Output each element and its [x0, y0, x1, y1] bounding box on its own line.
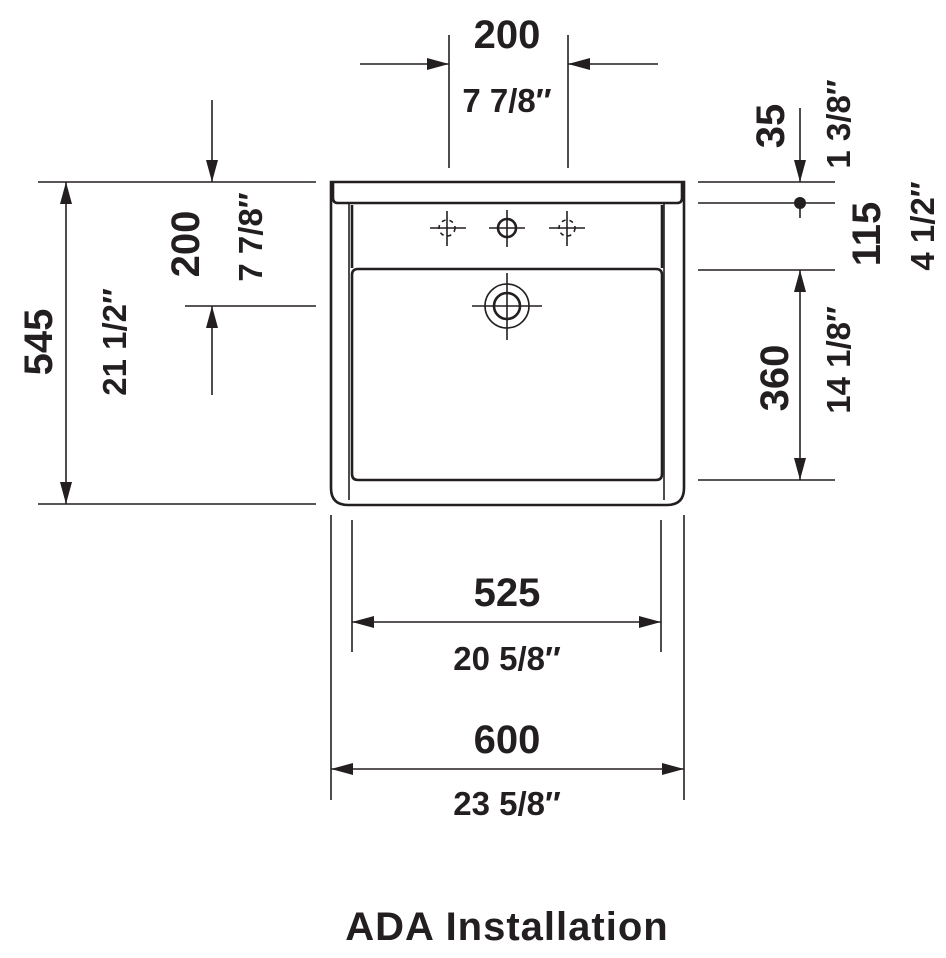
faucet-hole-center-icon [489, 210, 525, 247]
dim-overall-width: 600 23 5/8″ [330, 515, 685, 822]
dim-label-mm: 600 [474, 718, 541, 762]
dim-label-mm: 200 [474, 13, 541, 57]
dim-drain-offset: 200 7 7/8″ [164, 100, 316, 395]
dim-label-inch: 20 5/8″ [453, 640, 561, 677]
sink-outline [329, 180, 686, 507]
dim-label-inch: 21 1/2″ [96, 288, 133, 396]
drawing-title: ADA Installation [345, 905, 668, 949]
dim-right-stack: 35 1 3/8″ 115 4 1/2″ 360 14 1/8″ [698, 79, 941, 481]
dim-top-hole-spacing: 200 7 7/8″ [360, 13, 658, 168]
dim-overall-depth: 545 21 1/2″ [17, 181, 316, 505]
dim-label-mm: 525 [474, 571, 541, 615]
dim-label-inch: 1 3/8″ [820, 79, 857, 168]
dim-label-inch: 23 5/8″ [453, 785, 561, 822]
drain-icon [472, 273, 542, 340]
dim-label-inch: 14 1/8″ [820, 306, 857, 414]
dim-bowl-width: 525 20 5/8″ [351, 520, 662, 677]
faucet-hole-right-icon [549, 211, 585, 246]
dim-label-mm: 200 [164, 211, 208, 278]
dim-label-inch: 7 7/8″ [462, 82, 551, 119]
dim-label-inch: 4 1/2″ [904, 181, 941, 270]
dim-label-mm: 545 [17, 309, 61, 376]
dim-label-mm: 35 [749, 104, 793, 149]
faucet-hole-left-icon [430, 211, 466, 246]
dim-label-mm: 115 [845, 202, 889, 267]
dim-label-mm: 360 [753, 345, 797, 412]
dim-label-inch: 7 7/8″ [232, 192, 269, 281]
